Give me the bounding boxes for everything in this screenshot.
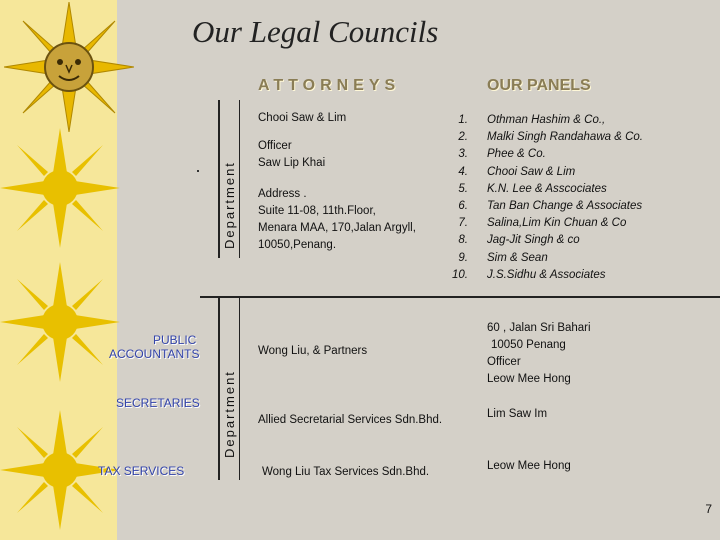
attorney-firm: Chooi Saw & Lim (258, 112, 347, 124)
public-accountants-officer-name: Leow Mee Hong (487, 373, 571, 385)
panel-num: 1. (458, 114, 468, 126)
secretaries-label: SECRETARIES (116, 396, 200, 410)
list-item: Sim & Sean (487, 251, 548, 264)
panel-num: 7. (458, 217, 468, 230)
panel-num: 8. (458, 234, 468, 247)
marker-dot (197, 170, 199, 172)
public-accountants-addr1: 60 , Jalan Sri Bahari (487, 322, 591, 334)
sun-face-icon (4, 2, 134, 132)
department-bar-top: Department (218, 100, 240, 258)
panel-num: 6. (458, 200, 468, 213)
sun-icon (0, 410, 120, 530)
sun-icon (0, 128, 120, 248)
attorneys-heading: ATTORNEYS (258, 77, 401, 94)
tax-services-contact: Leow Mee Hong (487, 460, 571, 472)
panel-num: 10. (452, 268, 468, 281)
tax-services-firm: Wong Liu Tax Services Sdn.Bhd. (262, 466, 430, 478)
public-accountants-addr2: 10050 Penang (491, 339, 566, 351)
panel-list: Othman Hashim & Co., Malki Singh Randaha… (487, 112, 643, 284)
panel-numbers: 1. 2. 3. 4. 5. 6. 7. 8. 9. 10. (442, 112, 468, 284)
attorney-officer-name: Saw Lip Khai (258, 157, 326, 169)
list-item: Tan Ban Change & Associates (487, 200, 643, 213)
public-accountants-officer-label: Officer (487, 356, 521, 368)
public-accountants-firm: Wong Liu, & Partners (258, 345, 368, 357)
list-item: Othman Hashim & Co., (487, 114, 606, 126)
panel-num: 2. (458, 131, 468, 144)
panel-num: 4. (458, 165, 468, 178)
panel-num: 5. (458, 182, 468, 195)
attorney-address-label: Address . (258, 188, 307, 200)
list-item: Salina,Lim Kin Chuan & Co (487, 217, 627, 230)
panel-num: 3. (458, 148, 468, 161)
list-item: K.N. Lee & Asscociates (487, 182, 607, 195)
tax-services-label: TAX SERVICES (98, 464, 185, 478)
attorney-address-line2: Menara MAA, 170,Jalan Argyll, (258, 222, 416, 234)
secretaries-firm: Allied Secretarial Services Sdn.Bhd. (258, 414, 443, 426)
panels-heading: OUR PANELS (487, 77, 591, 94)
list-item: Malki Singh Randahawa & Co. (487, 131, 643, 144)
public-label: PUBLIC (153, 333, 197, 347)
attorney-officer-label: Officer (258, 140, 292, 152)
accountants-label: ACCOUNTANTS (109, 347, 200, 361)
secretaries-contact: Lim Saw Im (487, 408, 548, 420)
list-item: Jag-Jit Singh & co (487, 234, 580, 247)
department-bar-bottom: Department (218, 296, 240, 480)
sun-icon (0, 262, 120, 382)
list-item: Chooi Saw & Lim (487, 165, 576, 178)
attorney-address-line3: 10050,Penang. (258, 239, 337, 251)
panel-num: 9. (458, 251, 468, 264)
attorney-address-line1: Suite 11-08, 11th.Floor, (258, 205, 376, 217)
department-label: Department (222, 370, 237, 458)
page-title: Our Legal Councils (192, 14, 439, 49)
page-number: 7 (705, 502, 712, 516)
divider-line (200, 296, 720, 298)
department-label: Department (222, 161, 237, 249)
list-item: J.S.Sidhu & Associates (487, 268, 606, 281)
list-item: Phee & Co. (487, 148, 546, 161)
